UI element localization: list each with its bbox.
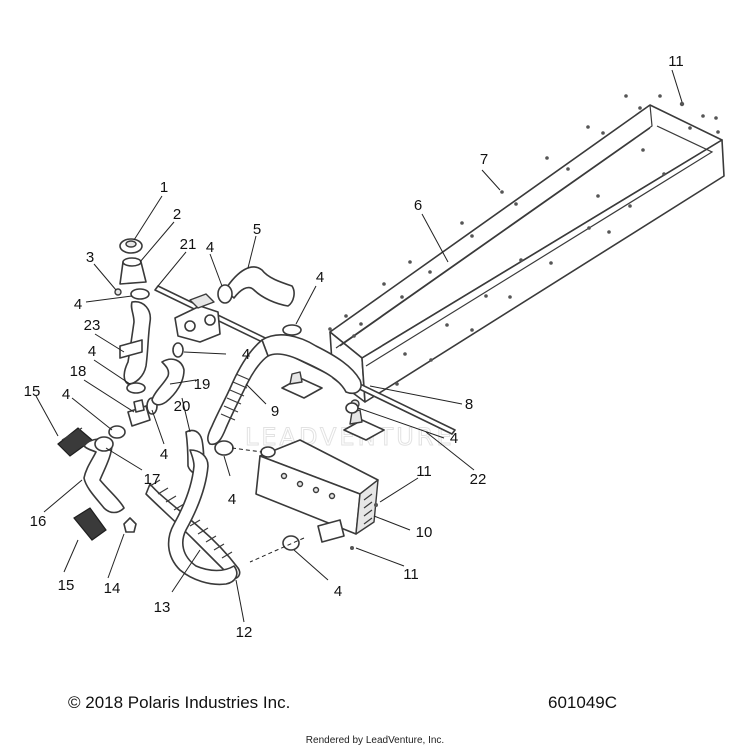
callout-9: 9: [271, 403, 279, 420]
callout-3: 3: [86, 249, 94, 266]
callout-19: 19: [194, 376, 211, 393]
callout-4-h: 4: [160, 446, 168, 463]
part-1-cap: [119, 238, 143, 254]
part-2-housing: [119, 257, 147, 285]
callout-4-a: 4: [206, 239, 214, 256]
callout-23: 23: [84, 317, 101, 334]
part-19-hose: [151, 358, 185, 406]
callout-11-b: 11: [416, 463, 432, 480]
callout-6: 6: [414, 197, 422, 214]
callout-11-c: 11: [403, 566, 419, 583]
callout-11-a: 11: [668, 53, 684, 70]
part-15-hose-lower: [73, 507, 107, 541]
callout-4-f: 4: [62, 386, 70, 403]
callout-16: 16: [30, 513, 47, 530]
part-14-nut: [123, 517, 137, 533]
callout-12: 12: [236, 624, 253, 641]
part-7-rivets: [328, 94, 720, 386]
callout-17: 17: [144, 471, 161, 488]
callout-22: 22: [470, 471, 487, 488]
part-16-pipe: [83, 436, 125, 514]
copyright-text: © 2018 Polaris Industries Inc.: [68, 693, 291, 712]
leader-lines: [35, 69, 683, 623]
part-15-hose-upper: [57, 427, 93, 457]
callout-1: 1: [160, 179, 168, 196]
callout-7: 7: [480, 151, 488, 168]
callout-15-b: 15: [58, 577, 75, 594]
callout-13: 13: [154, 599, 171, 616]
part-21-valve: [174, 293, 221, 343]
callout-15-a: 15: [24, 383, 41, 400]
callout-2: 2: [173, 206, 181, 223]
callout-8: 8: [465, 396, 473, 413]
callout-5: 5: [253, 221, 261, 238]
part-8-brackets: [281, 371, 385, 441]
callout-4-d: 4: [88, 343, 96, 360]
part-23-hose: [119, 300, 152, 385]
part-12-pipe: [167, 449, 238, 586]
callout-4-b: 4: [316, 269, 324, 286]
part-18-fitting: [127, 399, 151, 427]
callout-20: 20: [174, 398, 191, 415]
part-10-cooler: [255, 439, 379, 543]
callout-4-c: 4: [74, 296, 82, 313]
callout-4-i: 4: [228, 491, 236, 508]
callout-4-j: 4: [334, 583, 342, 600]
part-9-hose: [207, 334, 362, 446]
part-5-hose: [224, 266, 295, 307]
part-4-clamps: [108, 284, 359, 551]
callout-10: 10: [416, 524, 433, 541]
rendered-by-text: Rendered by LeadVenture, Inc.: [305, 735, 445, 746]
callout-18: 18: [70, 363, 87, 380]
part-6-heat-shield: [329, 104, 725, 403]
callout-4-e: 4: [242, 346, 250, 363]
diagram-id: 601049C: [548, 693, 618, 712]
part-3-bolt: [114, 288, 122, 296]
part-11-fasteners: [350, 503, 378, 550]
callout-labels: 1 2 3 21 4 5 4 4 23 4 4 18 19 15 4 20 9 …: [24, 53, 684, 641]
callout-21: 21: [180, 236, 197, 253]
callout-14: 14: [104, 580, 121, 597]
callout-4-g: 4: [450, 430, 458, 447]
